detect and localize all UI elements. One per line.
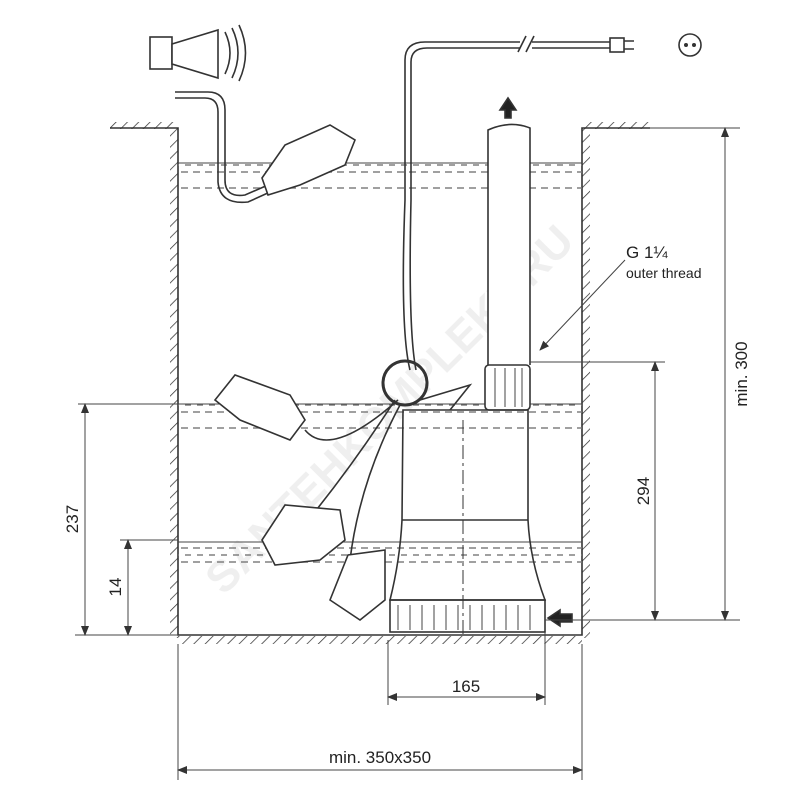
dim-switch-off-label: 14 <box>106 578 125 597</box>
dimension-lines <box>75 127 740 780</box>
pump-body <box>381 359 573 635</box>
pit-walls <box>110 122 650 644</box>
alarm-float-switch <box>175 91 356 204</box>
dim-pit-size-label: min. 350x350 <box>329 748 431 767</box>
dim-min-height-label: min. 300 <box>732 341 751 406</box>
level-float-switches <box>213 374 401 621</box>
alarm-horn-icon <box>149 24 247 82</box>
thread-type-label: outer thread <box>626 265 702 281</box>
socket-icon <box>678 33 702 57</box>
power-cable <box>402 35 634 371</box>
dim-pump-height-label: 294 <box>634 477 653 505</box>
dim-pump-width-label: 165 <box>452 677 480 696</box>
dim-switch-on-label: 237 <box>63 505 82 533</box>
thread-size-label: G 1¼ <box>626 243 668 262</box>
discharge-pipe <box>484 96 531 411</box>
